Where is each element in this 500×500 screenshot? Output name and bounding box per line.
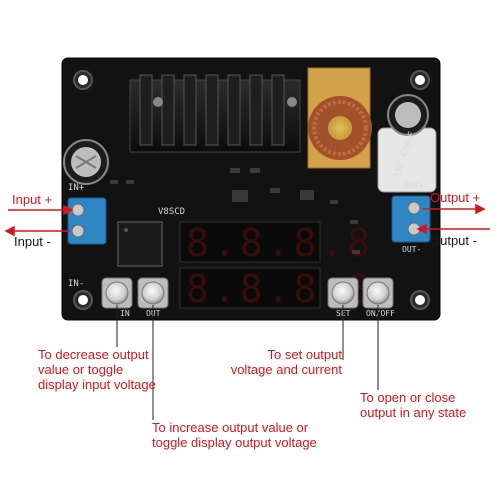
in-button[interactable] xyxy=(101,277,133,309)
onoff-line-2: output in any state xyxy=(360,405,467,420)
decrease-line-3: display input voltage xyxy=(38,377,156,392)
smd-components xyxy=(110,168,360,254)
svg-text:8.8.8.8: 8.8.8.8 xyxy=(186,221,374,265)
annotation-arrows xyxy=(4,203,490,237)
onoff-description: To open or close output in any state xyxy=(360,390,466,420)
btn-in-silk: IN xyxy=(120,309,130,318)
decrease-line-1: To decrease output xyxy=(38,347,149,362)
set-button[interactable] xyxy=(327,277,359,309)
set-line-1: To set output xyxy=(267,347,342,362)
out-button[interactable] xyxy=(137,277,169,309)
model-silkscreen: V8SCD xyxy=(158,207,185,217)
btn-onoff-silk: ON/OFF xyxy=(366,309,395,318)
capacitor-left xyxy=(63,139,109,185)
increase-description: To increase output value or toggle displ… xyxy=(152,420,317,450)
output-plus-label: Output + xyxy=(430,190,481,205)
onoff-line-1: To open or close xyxy=(360,390,456,405)
toroid-inductor xyxy=(307,67,372,169)
mounting-holes xyxy=(73,70,430,310)
on-off-button[interactable] xyxy=(362,277,394,309)
out-minus-silk: OUT- xyxy=(402,245,421,254)
increase-line-2: toggle display output voltage xyxy=(152,435,317,450)
in-minus-silk: IN- xyxy=(68,279,84,289)
output-terminal-block[interactable] xyxy=(391,195,431,243)
capacitor-right: 35V 470uF xyxy=(377,94,437,193)
increase-line-1: To increase output value or xyxy=(152,420,309,435)
decrease-line-2: value or toggle xyxy=(38,362,124,377)
input-minus-label: Input - xyxy=(14,234,51,249)
output-minus-label: Output - xyxy=(430,233,477,248)
decrease-description: To decrease output value or toggle displ… xyxy=(38,347,156,392)
leader-lines xyxy=(116,305,379,420)
input-terminal-block[interactable] xyxy=(67,197,107,245)
set-description: To set output voltage and current xyxy=(230,347,342,377)
microcontroller-chip xyxy=(117,221,163,267)
input-plus-label: Input + xyxy=(12,192,53,207)
set-line-2: voltage and current xyxy=(230,362,342,377)
heatsink xyxy=(129,74,301,153)
in-plus-silk: IN+ xyxy=(68,183,85,193)
out-plus-silk: OUT+ xyxy=(404,181,423,190)
display-top: 8.8.8.8 xyxy=(179,221,374,265)
